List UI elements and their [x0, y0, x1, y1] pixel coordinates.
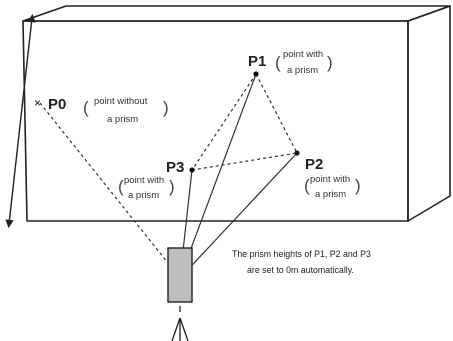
p3-name: P3 — [166, 159, 184, 176]
solid-line-p2 — [179, 152, 298, 279]
p2-desc-line1: point with — [310, 174, 350, 185]
dashed-line-p1-p3 — [191, 73, 257, 171]
p1-desc-line2: a prism — [287, 65, 318, 76]
dashed-line-p3-p2 — [191, 152, 298, 171]
total-station-icon — [167, 247, 193, 303]
p2-label: P2 ( point with a prism ) — [304, 156, 361, 200]
tripod-icon — [171, 306, 189, 341]
p2-open-paren: ( — [304, 176, 310, 195]
note-line2: are set to 0m automatically. — [247, 265, 354, 275]
p2-close-paren: ) — [355, 176, 361, 195]
wall-front-face — [22, 20, 409, 222]
p2-desc-line2: a prism — [315, 189, 346, 200]
p3-open-paren: ( — [118, 177, 124, 196]
dashed-line-p0 — [39, 102, 181, 279]
p0-open-paren: ( — [83, 98, 89, 117]
p1-close-paren: ) — [327, 53, 333, 72]
dashed-line-p1-p2 — [255, 73, 298, 154]
note-line1: The prism heights of P1, P2 and P3 — [232, 249, 371, 259]
double-arrow-icon — [5, 13, 36, 229]
p1-open-paren: ( — [275, 53, 281, 72]
p0-marker: × — [34, 96, 41, 110]
p1-marker — [253, 71, 259, 77]
p2-name: P2 — [305, 156, 323, 173]
p2-marker — [294, 150, 300, 156]
point-markers: × — [34, 71, 300, 173]
p3-desc-line2: a prism — [128, 190, 159, 201]
p3-close-paren: ) — [169, 177, 175, 196]
p1-name: P1 — [248, 53, 266, 70]
p1-desc-line1: point with — [283, 49, 323, 60]
p0-close-paren: ) — [163, 98, 169, 117]
wall-side-face — [407, 5, 451, 222]
p0-name: P0 — [48, 96, 66, 113]
p0-desc-line2: a prism — [107, 114, 138, 125]
note: The prism heights of P1, P2 and P3 are s… — [232, 249, 371, 275]
p1-label: P1 ( point with a prism ) — [248, 49, 333, 76]
p3-marker — [189, 167, 195, 173]
p0-desc-line1: point without — [94, 96, 148, 107]
p3-desc-line1: point with — [124, 175, 164, 186]
solid-line-p1 — [179, 73, 257, 279]
wall-top-face — [22, 5, 451, 22]
p3-label: P3 ( point with a prism ) — [118, 159, 184, 201]
p0-label: P0 ( point without a prism ) — [48, 96, 169, 125]
